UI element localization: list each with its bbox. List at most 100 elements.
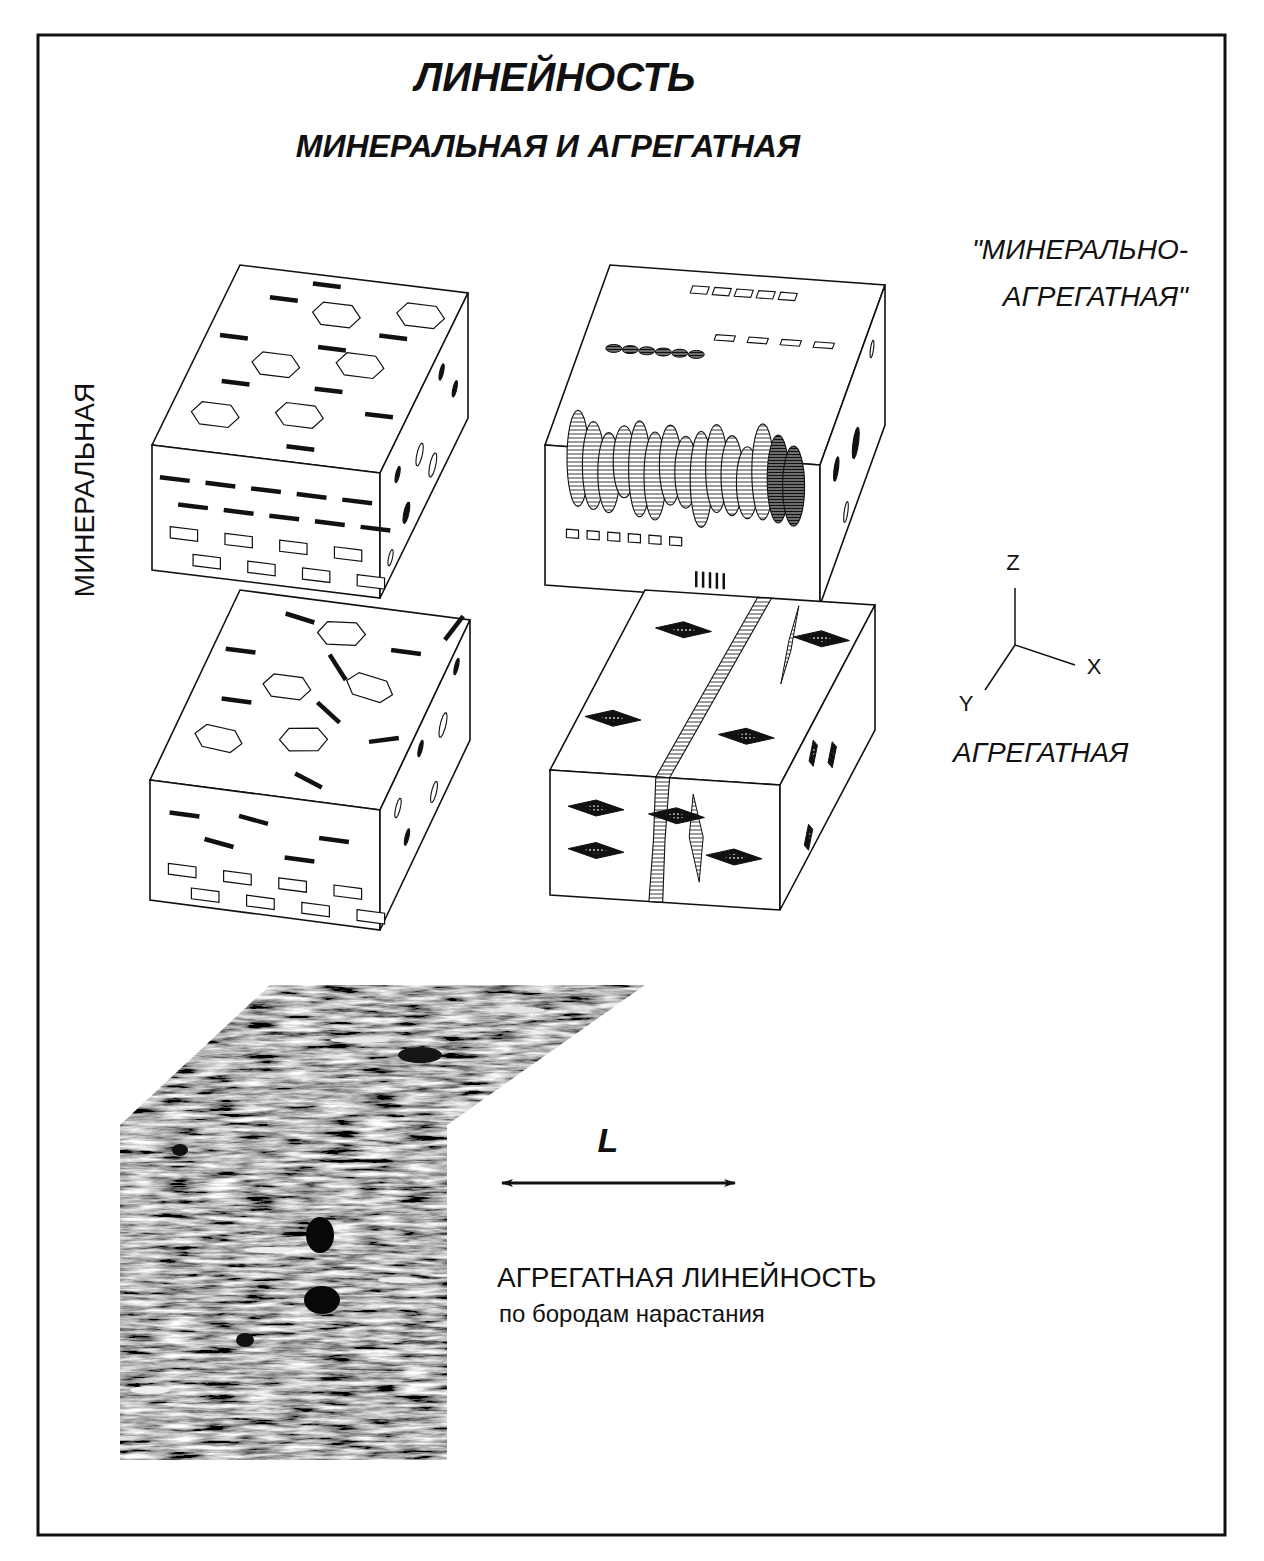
axis-label: Y — [959, 691, 974, 717]
axis-symbol — [985, 588, 1075, 690]
mineral-grain — [239, 816, 268, 824]
mineral-grain — [690, 286, 709, 294]
aggregate-lens — [794, 631, 850, 647]
mineral-grain — [160, 477, 190, 481]
group-label: МИНЕРАЛЬНАЯ — [69, 383, 101, 597]
mineral-grain — [313, 283, 341, 286]
aggregate-lens — [721, 853, 746, 860]
aggregate-lens — [583, 804, 608, 811]
aggregate-grain — [606, 344, 622, 352]
grain-section — [429, 453, 437, 477]
vein — [656, 597, 772, 777]
mineral-grain — [628, 534, 640, 543]
grain-section — [439, 713, 447, 737]
block-side — [380, 293, 468, 598]
mineral-grain — [205, 839, 234, 847]
mineral-grain — [357, 575, 384, 590]
mineral-grain — [206, 483, 236, 487]
mineral-grain — [302, 902, 330, 916]
mineral-grain — [247, 895, 275, 909]
aggregate-grain — [672, 349, 688, 357]
grain-section — [395, 798, 401, 817]
aggregate-lens — [811, 747, 815, 759]
block-side — [380, 620, 470, 930]
mineral-grain — [369, 738, 399, 742]
aggregate-lens — [568, 843, 624, 859]
mineral-grain — [608, 532, 620, 541]
mineral-grain — [778, 292, 797, 300]
grain-section — [439, 364, 444, 380]
block-front — [152, 445, 380, 598]
mineral-grain — [780, 339, 801, 346]
block-mineral-aggregate — [545, 265, 885, 605]
mineral-grain — [178, 504, 208, 508]
mineral-grain — [220, 335, 248, 338]
mineral-grain — [279, 878, 307, 892]
mineral-grain — [315, 521, 345, 525]
mineral-grain — [357, 910, 385, 924]
mineral-grain — [224, 871, 252, 885]
mineral-grain — [280, 728, 328, 751]
block-aggregate — [550, 590, 875, 910]
mineral-grain — [280, 540, 307, 555]
mineral-grain — [712, 287, 731, 295]
mineral-grain — [222, 699, 252, 703]
block-side — [780, 605, 875, 910]
mineral-grain — [222, 381, 250, 384]
block-side — [820, 285, 885, 605]
block-front — [150, 780, 380, 930]
title: ЛИНЕЙНОСТЬ — [415, 55, 696, 100]
mineral-grain — [347, 673, 393, 703]
aggregate-grain — [716, 573, 719, 589]
block-mineral — [152, 265, 468, 598]
mineral-grain — [276, 403, 324, 429]
aggregate-lens — [830, 749, 834, 761]
aggregate-lens — [583, 847, 608, 854]
mineral-grain — [334, 885, 362, 899]
grain-section — [852, 427, 859, 459]
mineral-grain — [285, 858, 315, 862]
mineral-grain — [342, 500, 372, 504]
grain-section — [452, 381, 457, 397]
mineral-grain — [318, 622, 366, 646]
aggregate-lens — [600, 715, 625, 722]
aggregate-lens — [804, 824, 812, 850]
mineral-grain — [379, 336, 407, 339]
mineral-grain — [313, 302, 361, 328]
grain-section — [430, 782, 437, 803]
block-front — [550, 770, 780, 910]
aggregate-grain — [688, 350, 704, 358]
aggregate-lens — [718, 728, 774, 744]
grain-section — [870, 340, 874, 358]
grain-section — [388, 550, 393, 566]
axis-label: X — [1087, 654, 1102, 680]
aggregate-lens — [734, 733, 759, 740]
mineral-grain — [318, 347, 346, 350]
lineation-arrow — [502, 1182, 735, 1185]
mineral-grain — [330, 655, 346, 680]
mineral-grain — [302, 568, 329, 583]
mineral-grain — [315, 389, 343, 392]
grain-section — [403, 502, 410, 523]
mineral-grain — [170, 527, 197, 542]
mineral-grain — [756, 291, 775, 299]
mineral-grain — [361, 527, 391, 531]
aggregate-lens — [656, 622, 712, 638]
mineral-grain — [191, 402, 239, 428]
mineral-grain — [365, 414, 393, 417]
mineral-grain — [252, 352, 300, 378]
mineral-grain — [813, 342, 834, 349]
aggregate-lens — [671, 626, 696, 633]
aggregate-grain — [695, 571, 698, 587]
mineral-grain — [295, 774, 322, 788]
mineral-grain — [248, 561, 275, 576]
mineral-grain — [170, 813, 200, 817]
mineral-grain — [270, 297, 298, 300]
grain-section — [834, 457, 839, 482]
grain-section — [454, 658, 459, 674]
mineral-grain — [734, 289, 753, 297]
mineral-grain — [649, 535, 661, 544]
mineral-grain — [193, 554, 220, 569]
mineral-grain — [224, 510, 254, 514]
aggregate-lens — [828, 742, 836, 768]
